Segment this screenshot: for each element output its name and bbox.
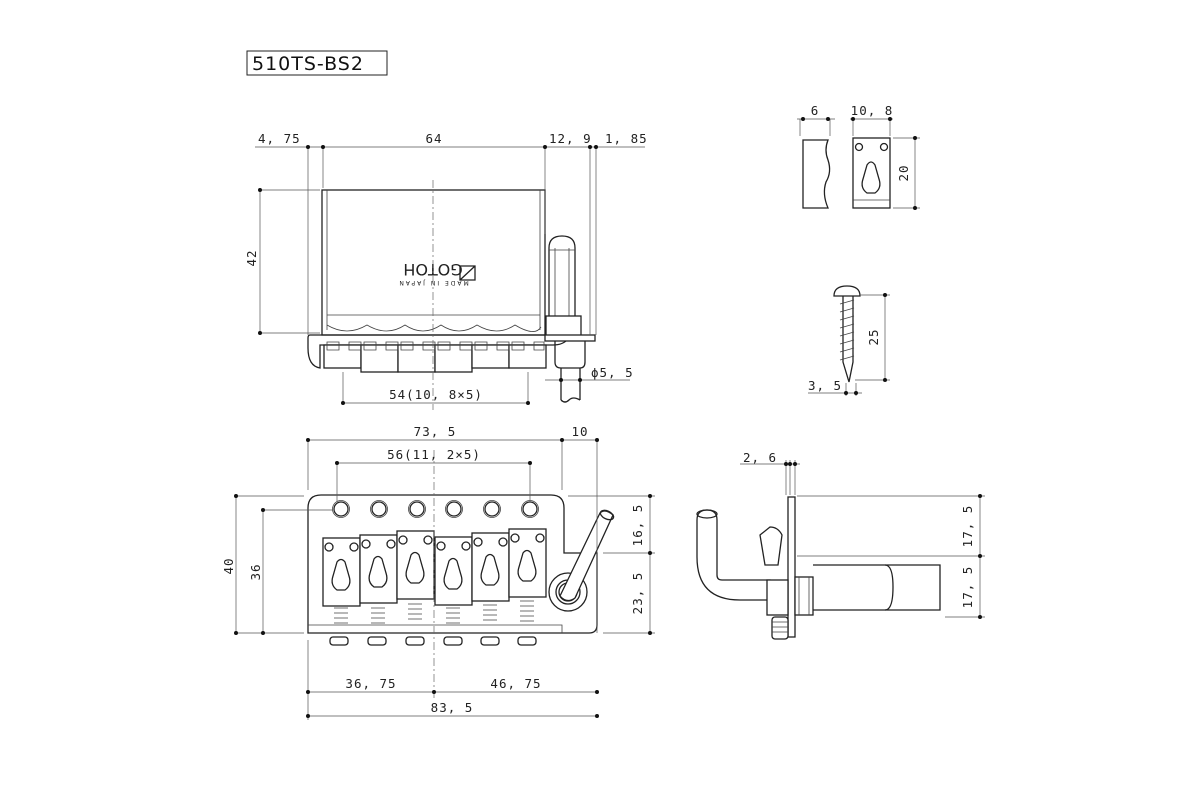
mounting-screw-part: 25 3, 5 <box>808 285 890 396</box>
svg-text:20: 20 <box>896 164 911 181</box>
top-dimensions: 73, 5 10 56(11, 2×5) 40 36 16, 5 23, 5 3… <box>221 424 655 720</box>
gotoh-logo-mark <box>459 265 476 281</box>
front-dimensions: 4, 75 64 12, 9 1, 85 42 54(10, 8×5) ϕ5, … <box>244 131 648 405</box>
svg-text:83, 5: 83, 5 <box>431 700 474 715</box>
svg-text:36, 75: 36, 75 <box>345 676 396 691</box>
svg-text:12, 9: 12, 9 <box>549 131 592 146</box>
svg-text:64: 64 <box>425 131 442 146</box>
svg-text:17, 5: 17, 5 <box>960 505 975 548</box>
side-view: 2, 6 17, 5 17, 5 <box>696 450 985 640</box>
svg-text:17, 5: 17, 5 <box>960 566 975 609</box>
svg-text:4, 75: 4, 75 <box>258 131 301 146</box>
front-view: GOTOH MADE IN JAPAN 4, 75 64 12, 9 1, 85… <box>244 131 648 410</box>
svg-text:10: 10 <box>571 424 588 439</box>
svg-text:56(11, 2×5): 56(11, 2×5) <box>387 447 481 462</box>
tremolo-arm-top <box>548 509 615 612</box>
svg-text:42: 42 <box>244 249 259 266</box>
svg-text:2, 6: 2, 6 <box>743 450 777 465</box>
tremolo-arm-front <box>544 235 596 403</box>
svg-text:6: 6 <box>811 103 820 118</box>
arm-block-part: 6 10, 8 20 <box>797 103 920 210</box>
saddles-top <box>322 528 547 646</box>
svg-text:54(10, 8×5): 54(10, 8×5) <box>389 387 483 402</box>
svg-text:GOTOH: GOTOH <box>403 260 462 279</box>
svg-text:25: 25 <box>866 328 881 345</box>
svg-text:16, 5: 16, 5 <box>630 504 645 547</box>
svg-text:40: 40 <box>221 557 236 574</box>
svg-text:46, 75: 46, 75 <box>490 676 541 691</box>
svg-text:ϕ5, 5: ϕ5, 5 <box>591 365 634 380</box>
model-title: 510TS-BS2 <box>246 50 388 76</box>
svg-text:510TS-BS2: 510TS-BS2 <box>252 53 364 75</box>
svg-text:36: 36 <box>248 563 263 580</box>
saddles-front <box>323 341 547 373</box>
top-view: 73, 5 10 56(11, 2×5) 40 36 16, 5 23, 5 3… <box>221 424 655 720</box>
svg-text:23, 5: 23, 5 <box>630 572 645 615</box>
svg-text:10, 8: 10, 8 <box>851 103 894 118</box>
svg-text:1, 85: 1, 85 <box>605 131 648 146</box>
mounting-holes <box>332 500 539 518</box>
svg-text:73, 5: 73, 5 <box>414 424 457 439</box>
svg-text:3, 5: 3, 5 <box>808 378 842 393</box>
